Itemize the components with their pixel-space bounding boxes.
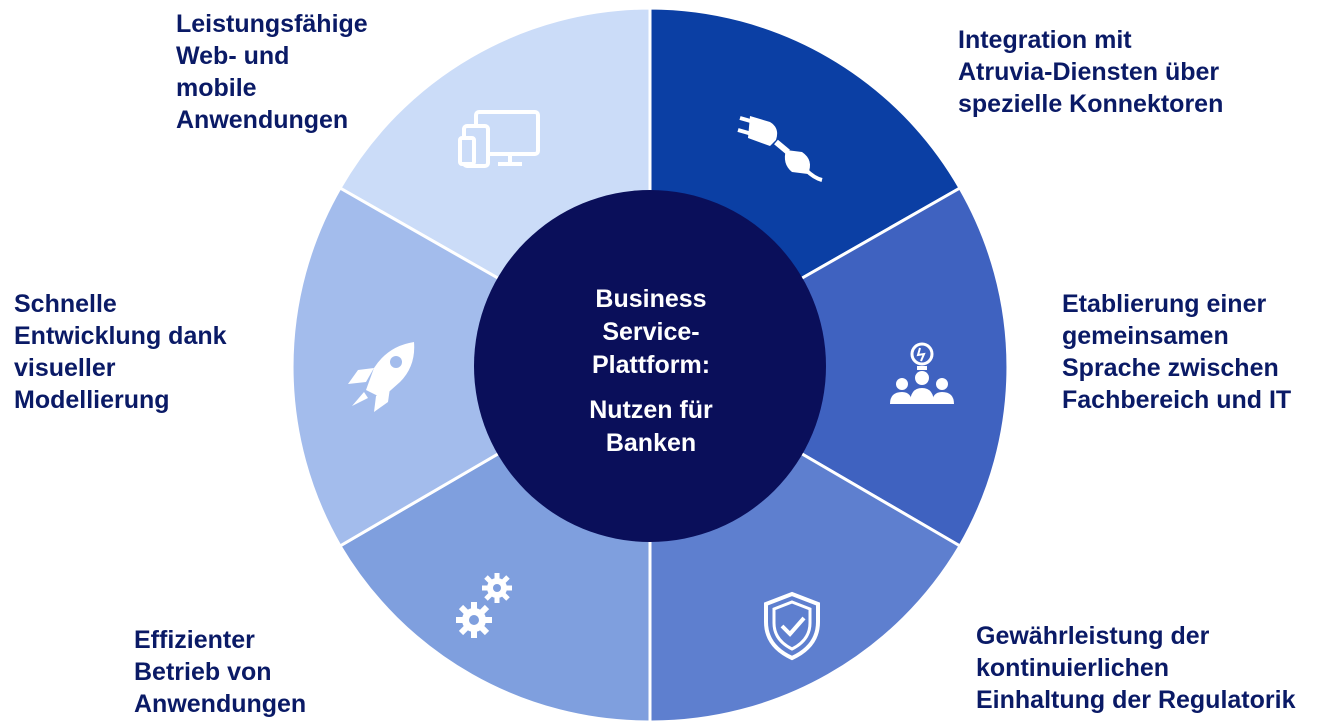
center-title-line: Business: [595, 285, 707, 313]
center-title-line: Service-: [602, 318, 700, 346]
shield-check-icon: [764, 591, 820, 661]
center-subtitle-line: Banken: [605, 429, 697, 457]
label-web-mobile: Leistungsfähige Web- und mobile Anwendun…: [176, 10, 368, 134]
gears-icon: [456, 573, 512, 638]
label-entwicklung: Schnelle Entwicklung dank visueller Mode…: [14, 290, 227, 414]
center-title-line: Plattform:: [591, 351, 711, 379]
label-regulatorik: Gewährleistung der kontinuierlichen Einh…: [976, 622, 1296, 714]
label-integration: Integration mit Atruvia-Diensten über sp…: [958, 26, 1224, 118]
devices-icon: [458, 110, 540, 168]
label-sprache: Etablierung einer gemeinsamen Sprache zw…: [1062, 290, 1292, 414]
center-title: Business Service- Plattform: Nutzen für …: [529, 283, 773, 460]
plug-icon: [737, 116, 823, 182]
team-idea-icon: [890, 342, 954, 404]
center-subtitle-line: Nutzen für: [589, 396, 713, 424]
rocket-icon: [348, 342, 415, 412]
label-betrieb: Effizienter Betrieb von Anwendungen: [134, 626, 307, 718]
center-circle: [474, 190, 826, 542]
